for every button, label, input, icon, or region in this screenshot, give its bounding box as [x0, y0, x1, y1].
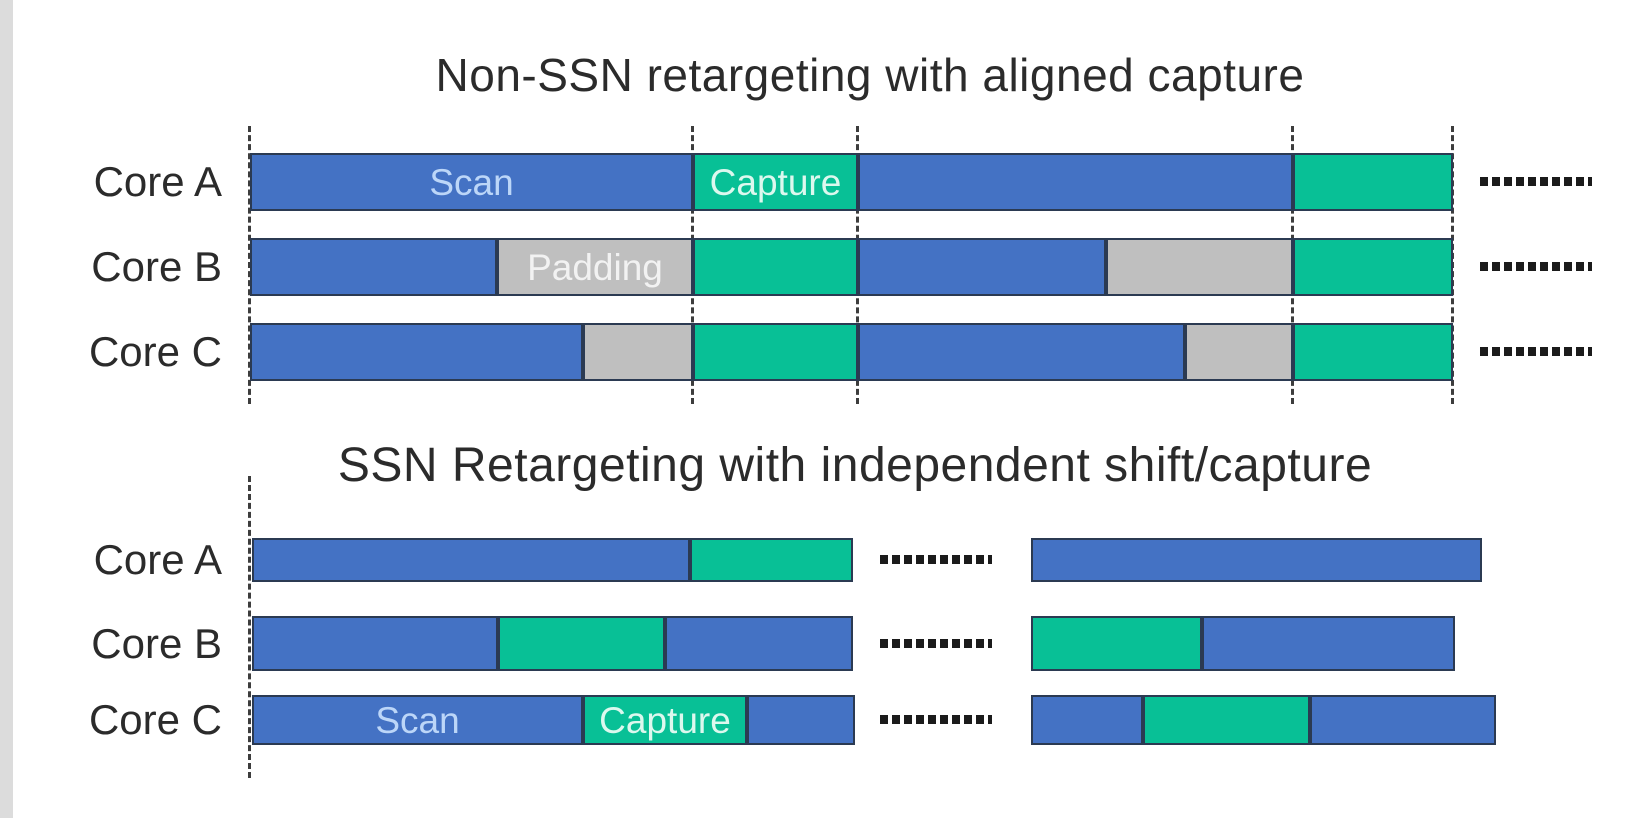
bar-segment-scan — [665, 616, 853, 671]
diagram-title: Non-SSN retargeting with aligned capture — [435, 49, 1305, 101]
bar-segment-padding — [1185, 323, 1293, 381]
bar-segment-capture — [498, 616, 665, 671]
ellipsis-dots — [880, 639, 992, 648]
bar-segment-capture: Capture — [693, 153, 858, 211]
core-label: Core B — [91, 620, 222, 667]
core-label: Core C — [88, 696, 222, 743]
segment-label: Capture — [599, 699, 731, 741]
bar-segment-padding — [1106, 238, 1293, 296]
bar-segment-capture — [690, 538, 853, 582]
bar-segment-scan: Scan — [250, 153, 693, 211]
bar-segment-scan: Scan — [252, 695, 583, 745]
bar-segment-capture — [1293, 238, 1453, 296]
segment-label: Capture — [709, 161, 842, 203]
bar-segment-scan — [858, 323, 1185, 381]
core-label: Core B — [91, 243, 222, 290]
bar-segment-scan — [250, 238, 497, 296]
ellipsis-dots — [1480, 347, 1592, 356]
bar-segment-scan — [252, 538, 690, 582]
bar-segment-scan — [250, 323, 583, 381]
bar-segment-scan — [858, 238, 1106, 296]
diagram-title: SSN Retargeting with independent shift/c… — [337, 439, 1373, 492]
bar-segment-capture — [1293, 323, 1453, 381]
bar-segment-scan — [1031, 695, 1143, 745]
bar-segment-capture — [693, 238, 858, 296]
ellipsis-dots — [1480, 262, 1592, 271]
bar-segment-scan — [858, 153, 1293, 211]
bar-segment-scan — [252, 616, 498, 671]
bar-segment-scan — [1310, 695, 1496, 745]
bar-segment-capture — [693, 323, 858, 381]
bar-segment-capture — [1031, 616, 1202, 671]
segment-label: Padding — [527, 246, 663, 288]
segment-label: Scan — [429, 161, 514, 203]
ellipsis-dots — [880, 555, 992, 564]
bar-segment-capture — [1293, 153, 1453, 211]
grid-dashed-line — [248, 126, 251, 404]
segment-label: Scan — [375, 699, 460, 741]
page-left-edge — [0, 0, 13, 818]
core-label: Core A — [93, 536, 222, 583]
bar-segment-scan — [1031, 538, 1482, 582]
core-label: Core A — [93, 158, 222, 205]
bar-segment-capture: Capture — [583, 695, 747, 745]
bar-segment-padding: Padding — [497, 238, 693, 296]
bar-segment-scan — [1202, 616, 1455, 671]
bar-segment-padding — [583, 323, 693, 381]
core-label: Core C — [88, 328, 222, 375]
ellipsis-dots — [1480, 177, 1592, 186]
bar-segment-capture — [1143, 695, 1310, 745]
ellipsis-dots — [880, 715, 992, 724]
bar-segment-scan — [747, 695, 855, 745]
grid-dashed-line — [248, 476, 251, 778]
